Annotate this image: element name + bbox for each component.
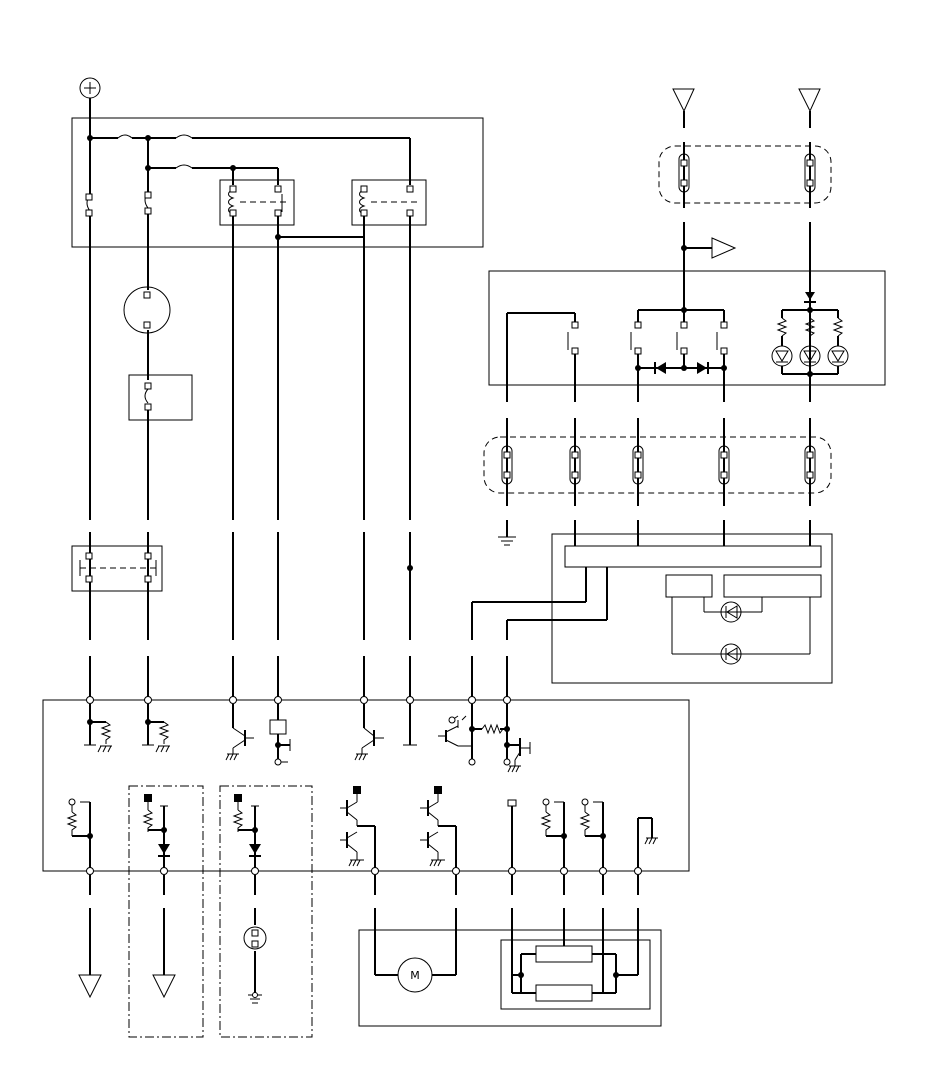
- motor-assembly-box: M: [358, 929, 662, 1027]
- led-array: [771, 300, 849, 420]
- right-gap-1: [495, 402, 825, 418]
- control-module-box: [471, 533, 833, 684]
- control-unit-lower-circuits: [66, 786, 658, 870]
- left-switch-connector: [71, 545, 163, 592]
- switch-panel-box: [488, 270, 886, 386]
- relay-1: [219, 179, 295, 226]
- ground-triangle-left: [78, 974, 102, 999]
- battery-positive-symbol: [79, 77, 101, 138]
- middle-right-connector: [483, 418, 832, 510]
- position-sensor: [500, 939, 651, 1010]
- bottom-wiring: [89, 875, 639, 975]
- control-unit-top-terminals: [86, 696, 511, 704]
- inline-fuse-box: [128, 374, 193, 520]
- right-gap-2: [495, 506, 825, 546]
- left-connector-gap: [80, 520, 420, 640]
- fuse-box-wiring: [85, 134, 411, 217]
- ground-triangle-mid: [152, 974, 176, 999]
- main-control-unit: [42, 699, 690, 872]
- antenna-symbol-right: [798, 88, 821, 128]
- antenna-symbol-left: [672, 88, 695, 128]
- bulb-component: [243, 926, 267, 1004]
- control-unit-bottom-terminals: [86, 867, 642, 875]
- optional-circuit-box-1: [128, 785, 204, 1038]
- control-unit-upper-circuits: [84, 704, 531, 773]
- motor-label: M: [410, 969, 420, 982]
- top-right-connector: [658, 142, 832, 208]
- vertical-feeders: [89, 214, 411, 520]
- ground-arrow-output: [681, 222, 815, 310]
- connector-gap-2: [80, 640, 520, 700]
- horn-component: [123, 286, 171, 380]
- relay-2: [351, 179, 427, 226]
- relay-output-wiring: [275, 216, 365, 240]
- optional-circuit-box-2: [219, 785, 313, 1038]
